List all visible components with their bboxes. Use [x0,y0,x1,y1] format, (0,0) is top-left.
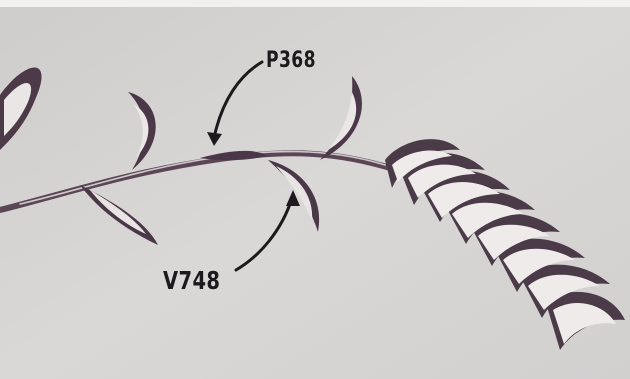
callout-label-top: P368 [266,50,316,72]
top-edge-band [0,0,630,7]
callout-label-bottom: V748 [163,268,220,293]
